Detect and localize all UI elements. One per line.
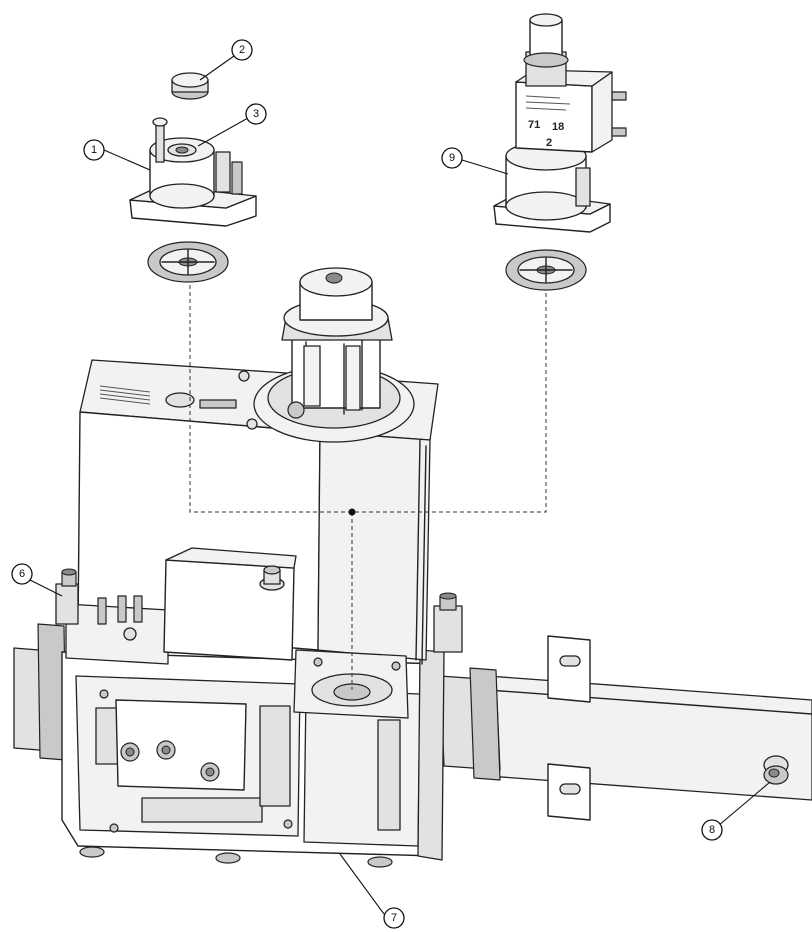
callout-1-label: 1 [91, 144, 97, 156]
gasket-left [147, 241, 229, 283]
gasket-right [505, 249, 587, 291]
outlet-pipe [487, 635, 812, 821]
callout-6: 6 [11, 563, 63, 597]
inlet-flange [13, 623, 67, 761]
terminal-box [65, 547, 297, 665]
pipe-plug [763, 755, 789, 785]
central-cap [253, 267, 415, 443]
callout-8-label: 8 [709, 824, 715, 836]
outlet-fitting [433, 592, 463, 653]
part-9-solenoid: 71 18 2 [493, 13, 627, 233]
inlet-fitting [55, 568, 79, 625]
callout-2: 2 [199, 39, 253, 81]
callout-3-label: 3 [253, 108, 259, 120]
outlet-flange [439, 667, 501, 781]
solenoid-code-c: 2 [546, 137, 552, 149]
callout-7-label: 7 [391, 912, 397, 924]
solenoid-code-a: 71 [528, 119, 540, 131]
valve-body [61, 649, 445, 868]
alignment-lines [189, 278, 547, 690]
callout-9-label: 9 [449, 152, 455, 164]
callout-9: 9 [441, 147, 509, 175]
callout-7: 7 [339, 853, 405, 929]
callout-2-label: 2 [239, 44, 245, 56]
solenoid-code-b: 18 [552, 121, 564, 133]
part-1-regulator [129, 117, 257, 227]
callout-1: 1 [83, 139, 151, 171]
callout-8: 8 [701, 781, 771, 841]
callout-3: 3 [197, 103, 267, 147]
callout-6-label: 6 [19, 568, 25, 580]
part-2-cap [171, 72, 209, 100]
bottom-port [293, 649, 409, 719]
